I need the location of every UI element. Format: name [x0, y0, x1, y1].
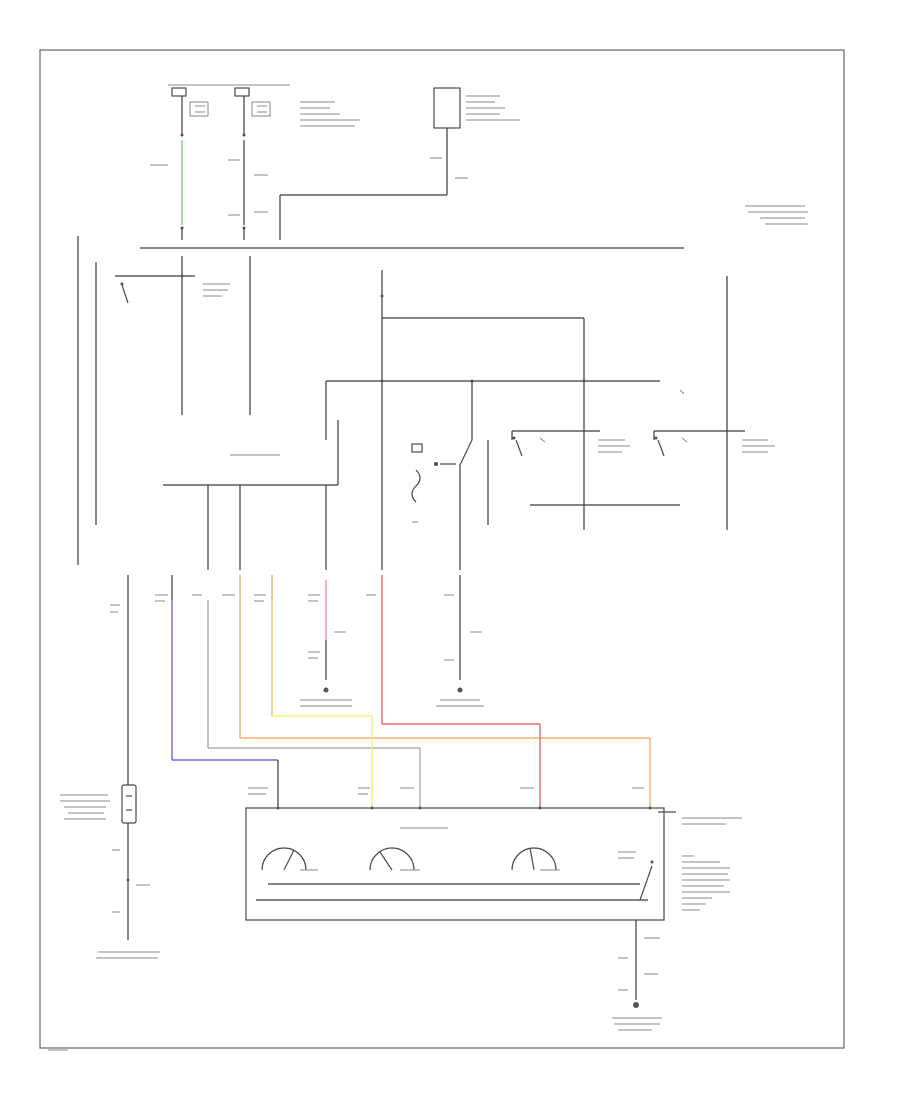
- control-module-bar: [163, 420, 339, 570]
- ground-bottom-right: [612, 920, 662, 1031]
- wire-tags-middle: [110, 594, 484, 707]
- switch-left: [115, 274, 230, 304]
- relay-top-right: [279, 87, 520, 240]
- wire-labels-top: [150, 159, 268, 216]
- switch-right-1: [512, 430, 630, 457]
- label-list-right: [682, 817, 742, 911]
- diagram-frame: [39, 49, 845, 1049]
- switch-right-2: [654, 430, 775, 457]
- center-switch: [411, 381, 473, 570]
- sensor-left: [60, 784, 160, 959]
- control-head: [245, 787, 665, 921]
- label-block-top-right: [745, 205, 808, 225]
- fuse-block-top: [168, 84, 360, 137]
